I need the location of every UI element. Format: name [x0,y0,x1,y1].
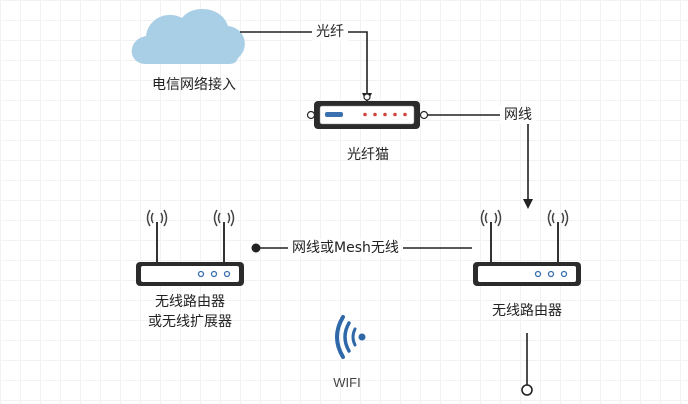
edge-fiber-label: 光纤 [312,23,348,41]
edge-mesh-label: 网线或Mesh无线 [288,239,403,257]
wifi-icon [335,315,366,359]
router-antenna-signal-icon [480,209,569,227]
main-router-device [473,209,581,286]
fiber-modem-device [306,93,429,129]
modem-label: 光纤猫 [347,147,389,163]
edge-cable-label: 网线 [500,106,536,124]
main-router-label: 无线路由器 [492,303,562,319]
extender-antenna-signal-icon [146,209,235,227]
extender-label-line2: 或无线扩展器 [148,314,232,330]
extender-label-line1: 无线路由器 [155,294,225,310]
edge-cable [427,114,533,209]
edge-fiber [240,31,372,103]
extender-router-device [136,209,244,286]
cloud-label: 电信网络接入 [152,77,236,93]
wifi-label: WIFI [333,375,361,390]
edge-downlink [521,333,533,396]
cloud-icon [131,8,245,64]
